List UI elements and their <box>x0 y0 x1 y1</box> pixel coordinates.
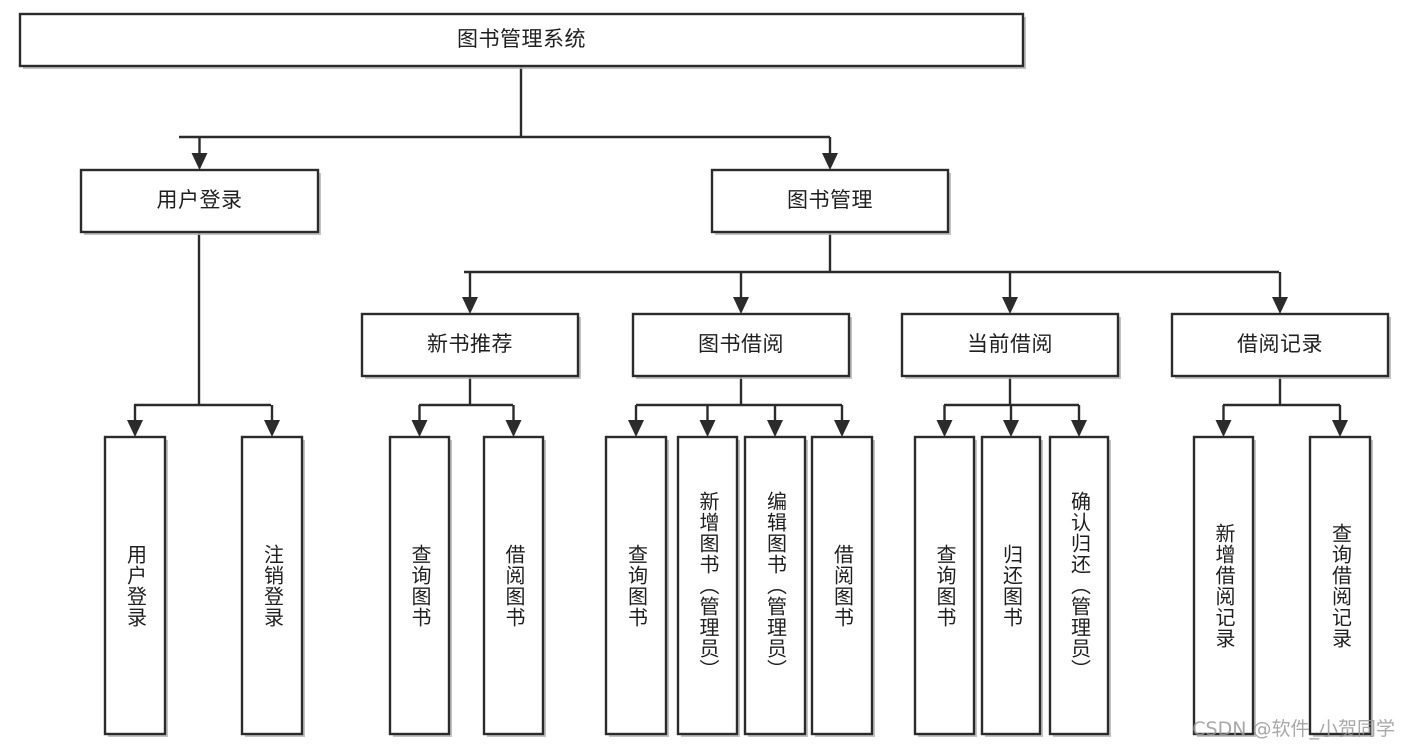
node-leaf-edit-book[interactable] <box>745 437 805 734</box>
node-leaf-add-book[interactable] <box>678 437 737 734</box>
node-box-leaf-query-book-3[interactable] <box>913 435 976 736</box>
arrow-head-icon <box>264 420 280 437</box>
arrow-head-icon <box>1215 420 1232 437</box>
arrow-head-icon <box>834 420 850 437</box>
node-leaf-confirm-return[interactable] <box>1050 437 1108 734</box>
node-leaf-query-book-3[interactable] <box>915 437 974 734</box>
arrow-head-icon <box>733 297 749 314</box>
node-leaf-add-record[interactable] <box>1194 437 1253 734</box>
arrow-head-icon <box>1272 297 1288 314</box>
node-leaf-user-login[interactable] <box>105 437 165 734</box>
arrow-head-icon <box>628 420 644 437</box>
node-box-leaf-confirm-return[interactable] <box>1048 435 1110 736</box>
node-book-manage[interactable] <box>712 170 948 232</box>
node-box-leaf-edit-book[interactable] <box>743 435 807 736</box>
node-box-leaf-logout[interactable] <box>240 435 304 736</box>
node-box-leaf-borrow-book-1[interactable] <box>482 435 545 736</box>
node-box-leaf-add-book[interactable] <box>676 435 739 736</box>
node-current-borrow[interactable] <box>902 314 1118 376</box>
node-root[interactable] <box>20 14 1023 66</box>
arrow-head-icon <box>191 153 208 170</box>
arrow-head-icon <box>1332 420 1348 437</box>
node-leaf-query-book-1[interactable] <box>390 437 449 734</box>
node-box-user-login[interactable] <box>79 168 320 234</box>
node-leaf-borrow-book-1[interactable] <box>484 437 543 734</box>
arrow-head-icon <box>1003 420 1019 437</box>
node-box-book-manage[interactable] <box>710 168 950 234</box>
node-leaf-logout[interactable] <box>242 437 302 734</box>
node-leaf-query-record[interactable] <box>1310 437 1370 734</box>
arrow-head-icon <box>936 420 953 437</box>
arrow-head-icon <box>462 297 478 314</box>
node-box-leaf-query-book-2[interactable] <box>604 435 668 736</box>
arrow-head-icon <box>822 153 838 170</box>
arrow-head-icon <box>505 420 522 437</box>
boxes-layer <box>18 12 1391 737</box>
node-book-borrow[interactable] <box>633 314 849 376</box>
arrow-head-icon <box>411 420 428 437</box>
node-leaf-return-book[interactable] <box>982 437 1040 734</box>
arrow-head-icon <box>1071 420 1087 437</box>
arrow-head-icon <box>127 420 143 437</box>
node-box-new-book-rec[interactable] <box>360 312 580 378</box>
node-box-root[interactable] <box>18 12 1025 68</box>
arrow-head-icon <box>767 420 783 437</box>
edges-layer <box>127 66 1348 437</box>
node-box-leaf-user-login[interactable] <box>103 435 167 736</box>
node-box-leaf-query-book-1[interactable] <box>388 435 451 736</box>
node-box-borrow-record[interactable] <box>1170 312 1390 378</box>
node-new-book-rec[interactable] <box>362 314 578 376</box>
node-user-login[interactable] <box>81 170 318 232</box>
node-box-current-borrow[interactable] <box>900 312 1120 378</box>
node-borrow-record[interactable] <box>1172 314 1388 376</box>
node-box-leaf-return-book[interactable] <box>980 435 1042 736</box>
node-box-leaf-add-record[interactable] <box>1192 435 1255 736</box>
node-leaf-borrow-book-2[interactable] <box>812 437 872 734</box>
csdn-watermark: CSDN @软件_小贺同学 <box>1192 718 1395 740</box>
node-box-leaf-query-record[interactable] <box>1308 435 1372 736</box>
node-leaf-query-book-2[interactable] <box>606 437 666 734</box>
arrow-head-icon <box>1002 297 1018 314</box>
node-box-book-borrow[interactable] <box>631 312 851 378</box>
arrow-head-icon <box>699 420 716 437</box>
node-box-leaf-borrow-book-2[interactable] <box>810 435 874 736</box>
